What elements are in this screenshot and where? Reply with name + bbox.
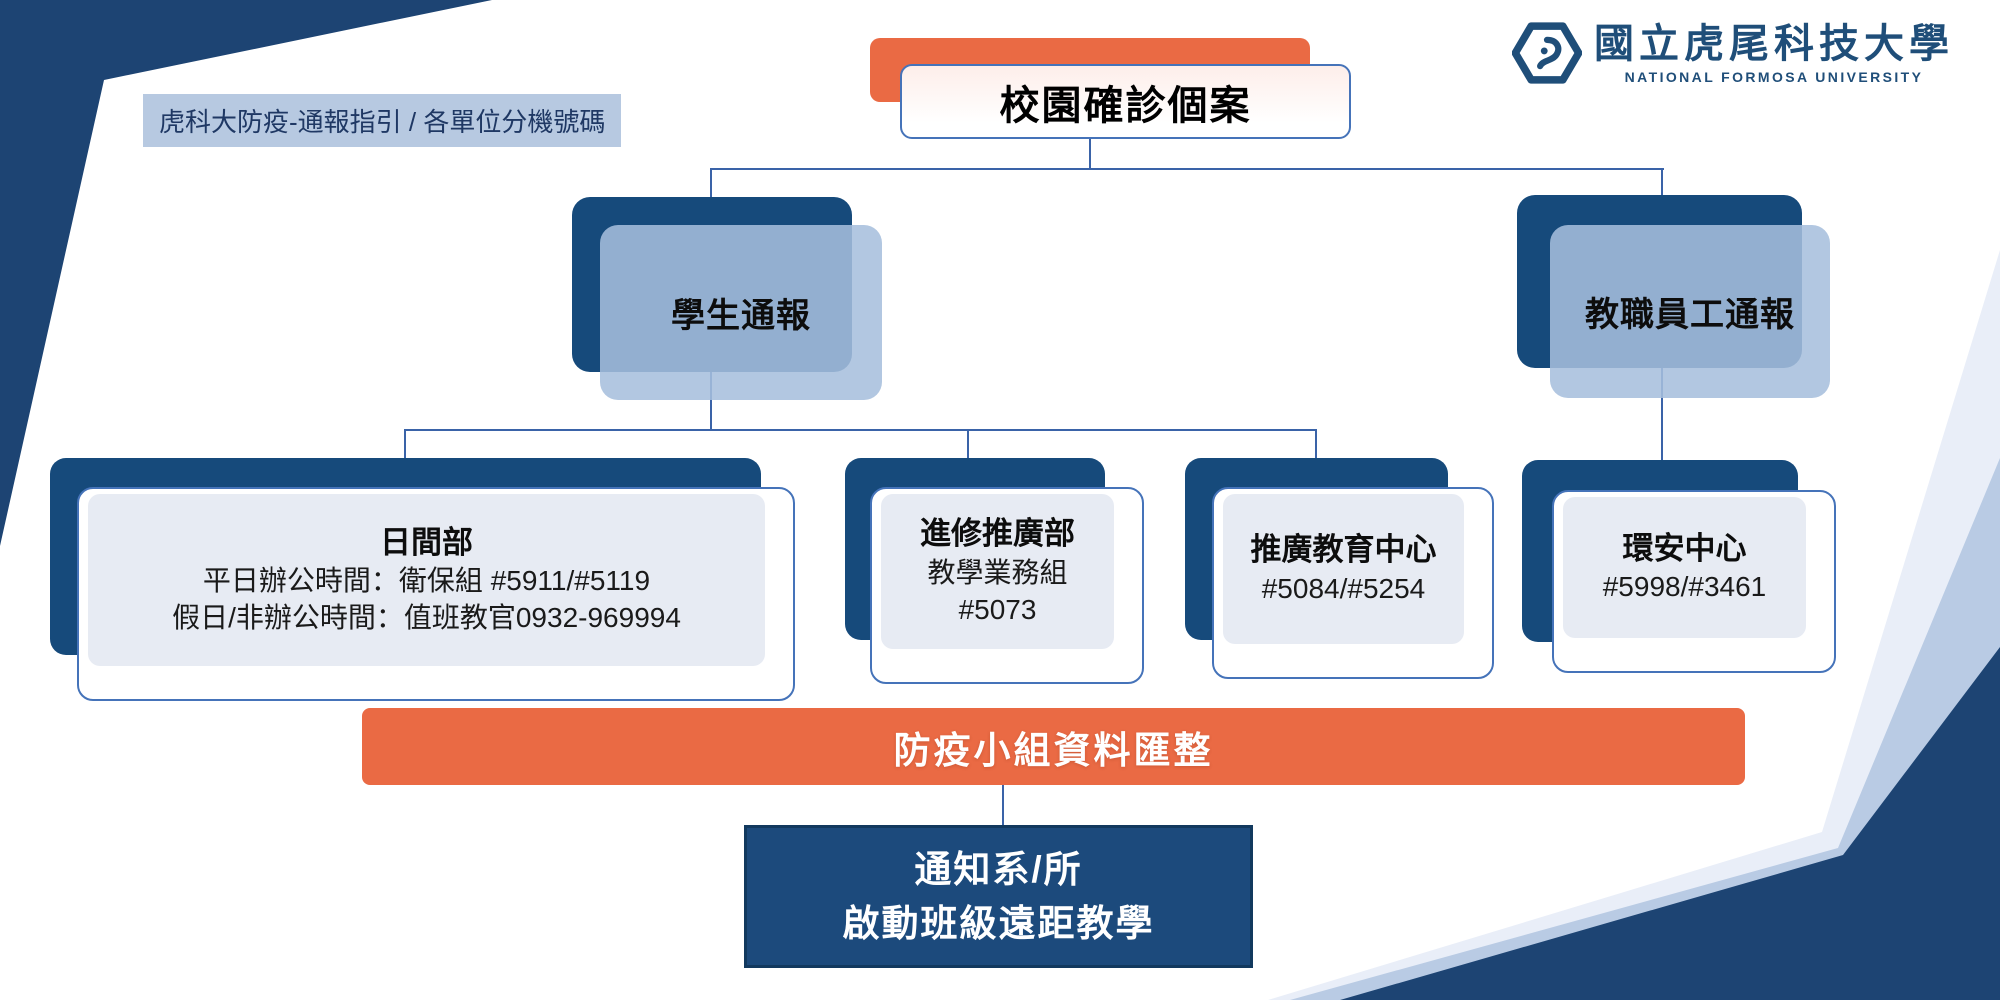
root-node-label: 校園確診個案 xyxy=(999,83,1252,128)
continuing-education-panel: 進修推廣部 教學業務組 #5073 xyxy=(881,494,1114,649)
university-name-zh: 國立虎尾科技大學 xyxy=(1594,22,1954,66)
connector-level2-horizontal xyxy=(711,168,1664,170)
connector-into-staff xyxy=(1661,168,1663,198)
extension-center-panel: 推廣教育中心 #5084/#5254 xyxy=(1223,494,1464,644)
final-node: 通知系/所 啟動班級遠距教學 xyxy=(744,825,1253,968)
connector-into-student xyxy=(710,168,712,200)
connector-level3-horizontal xyxy=(404,429,1317,431)
day-division-panel: 日間部 平日辦公時間：衛保組 #5911/#5119 假日/非辦公時間：值班教官… xyxy=(88,494,765,666)
safety-center-card: 環安中心 #5998/#3461 xyxy=(1552,490,1836,673)
university-name-en: NATIONAL FORMOSA UNIVERSITY xyxy=(1624,69,1924,85)
connector-into-day-division xyxy=(404,429,406,461)
aggregation-label: 防疫小組資料匯整 xyxy=(893,729,1214,771)
connector-aggregation-down xyxy=(1002,785,1004,827)
safety-center-extension: #5998/#3461 xyxy=(1602,571,1767,603)
university-logo-icon xyxy=(1511,22,1583,89)
connector-root-down xyxy=(1089,135,1091,169)
continuing-education-office: 教學業務組 xyxy=(927,556,1068,588)
day-division-line-weekday: 平日辦公時間：衛保組 #5911/#5119 xyxy=(202,565,651,597)
safety-center-title: 環安中心 xyxy=(1622,530,1747,566)
safety-center-panel: 環安中心 #5998/#3461 xyxy=(1563,497,1806,638)
staff-report-box: 教職員工通報 xyxy=(1550,225,1830,398)
extension-center-title: 推廣教育中心 xyxy=(1250,532,1437,568)
day-division-line-holiday: 假日/非辦公時間：值班教官0932-969994 xyxy=(172,602,681,634)
final-node-line1: 通知系/所 xyxy=(914,848,1083,890)
aggregation-bar: 防疫小組資料匯整 xyxy=(362,708,1745,785)
root-node: 校園確診個案 xyxy=(900,64,1351,139)
continuing-education-title: 進修推廣部 xyxy=(920,516,1075,552)
extension-center-card: 推廣教育中心 #5084/#5254 xyxy=(1212,487,1494,679)
connector-into-extension xyxy=(1315,429,1317,461)
continuing-education-extension: #5073 xyxy=(958,593,1037,625)
extension-center-extension: #5084/#5254 xyxy=(1261,572,1426,604)
staff-report-label: 教職員工通報 xyxy=(1585,296,1795,334)
slide-tag-label: 虎科大防疫-通報指引 / 各單位分機號碼 xyxy=(143,94,622,147)
final-node-line2: 啟動班級遠距教學 xyxy=(842,902,1155,944)
student-report-box: 學生通報 xyxy=(600,225,882,400)
day-division-title: 日間部 xyxy=(380,524,473,560)
university-logo-text: 國立虎尾科技大學 NATIONAL FORMOSA UNIVERSITY xyxy=(1594,22,1954,85)
connector-student-down xyxy=(710,370,712,431)
university-logo: 國立虎尾科技大學 NATIONAL FORMOSA UNIVERSITY xyxy=(1511,22,1954,89)
continuing-education-card: 進修推廣部 教學業務組 #5073 xyxy=(870,487,1144,684)
student-report-label: 學生通報 xyxy=(671,297,811,335)
connector-into-continuing xyxy=(967,429,969,461)
day-division-card: 日間部 平日辦公時間：衛保組 #5911/#5119 假日/非辦公時間：值班教官… xyxy=(77,487,795,701)
